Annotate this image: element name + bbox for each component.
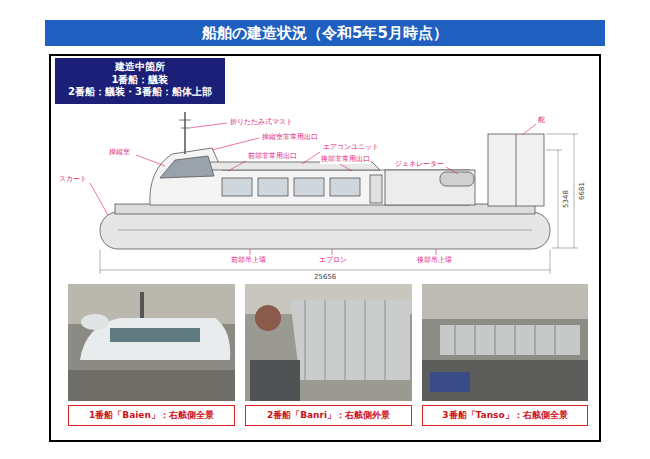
part-label: ジェネレーター — [394, 160, 445, 169]
part-label: スカート — [58, 175, 88, 184]
box-text: 1番船：艤装 — [112, 74, 169, 87]
box-text: 2番船：艤装・3番船：船体上部 — [68, 86, 212, 99]
part-label: 折りたたみ式マスト — [229, 118, 294, 127]
box-text: 3番船「Tanso」：右舷側全景 — [442, 409, 567, 422]
dimension-label: 5348 — [562, 189, 571, 209]
part-label: エアコンユニット — [322, 143, 380, 152]
part-label: 操縦室非常用出口 — [261, 133, 319, 142]
status-box: 建造中箇所1番船：艤装2番船：艤装・3番船：船体上部 — [55, 58, 225, 104]
photo-caption: 1番船「Baien」：右舷側全景 — [68, 405, 235, 426]
part-label: 後部吊上環 — [416, 256, 453, 265]
photo-caption: 2番船「Banri」：右舷側外景 — [245, 405, 412, 426]
title-bar: 船舶の建造状況（令和5年5月時点） — [45, 20, 605, 46]
part-label: 舵 — [537, 116, 546, 125]
title-text: 船舶の建造状況（令和5年5月時点） — [202, 24, 448, 43]
dimension-label: 6681 — [578, 181, 587, 201]
photo-caption: 3番船「Tanso」：右舷側全景 — [422, 405, 588, 426]
part-label: 前部非常用出口 — [247, 152, 298, 161]
dimension-label: 25656 — [313, 273, 337, 282]
part-label: 後部非常用出口 — [320, 155, 371, 164]
part-label: 操縦室 — [108, 148, 131, 157]
box-heading: 建造中箇所 — [115, 61, 165, 74]
box-text: 1番船「Baien」：右舷側全景 — [89, 409, 214, 422]
part-label: 前部吊上環 — [230, 256, 267, 265]
part-label: エプロン — [318, 256, 348, 265]
box-text: 2番船「Banri」：右舷側外景 — [267, 409, 390, 422]
